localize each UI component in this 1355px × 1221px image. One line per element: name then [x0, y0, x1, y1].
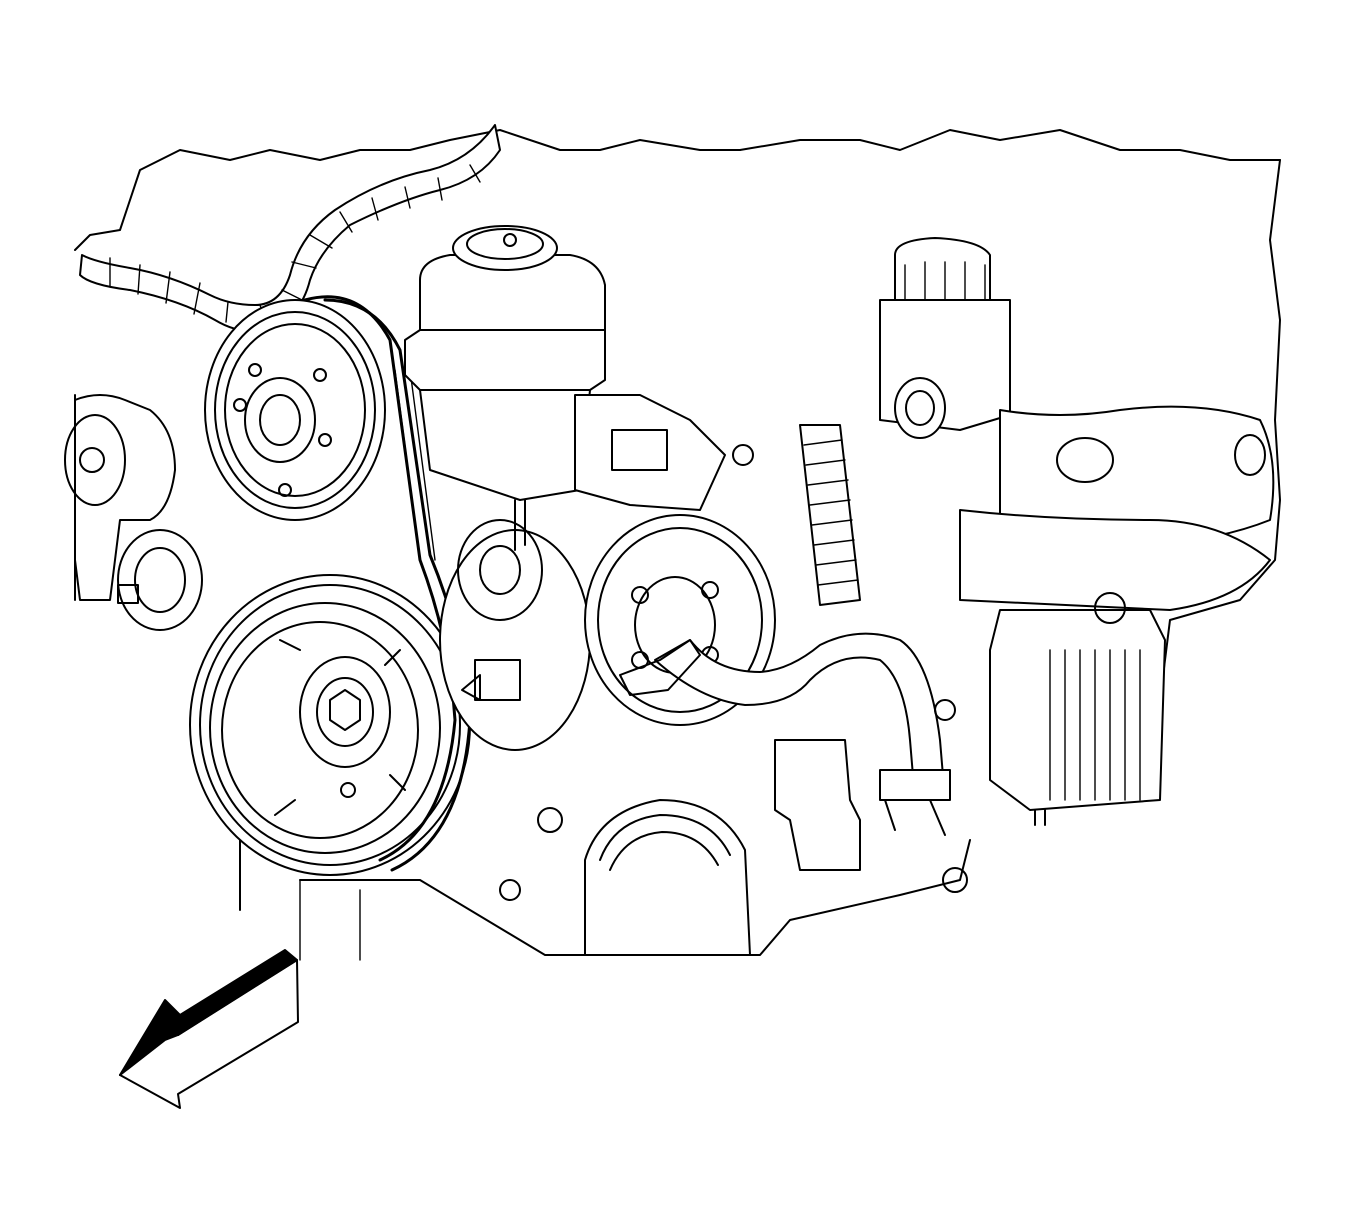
crankshaft-balancer	[189, 574, 471, 876]
center-details	[499, 424, 968, 901]
mounting-bracket	[574, 394, 754, 511]
auxiliary-component	[989, 592, 1166, 826]
intake-manifold	[959, 405, 1275, 611]
belt-tensioner	[64, 394, 203, 631]
lower-pulley	[584, 799, 751, 956]
brake-master-cylinder	[879, 237, 1011, 439]
idler-pulley	[439, 519, 591, 751]
water-pump-pulley	[204, 299, 386, 521]
cooler-hose	[619, 632, 951, 836]
forward-direction-arrow-icon	[119, 949, 299, 1109]
power-steering-reservoir	[404, 225, 606, 551]
